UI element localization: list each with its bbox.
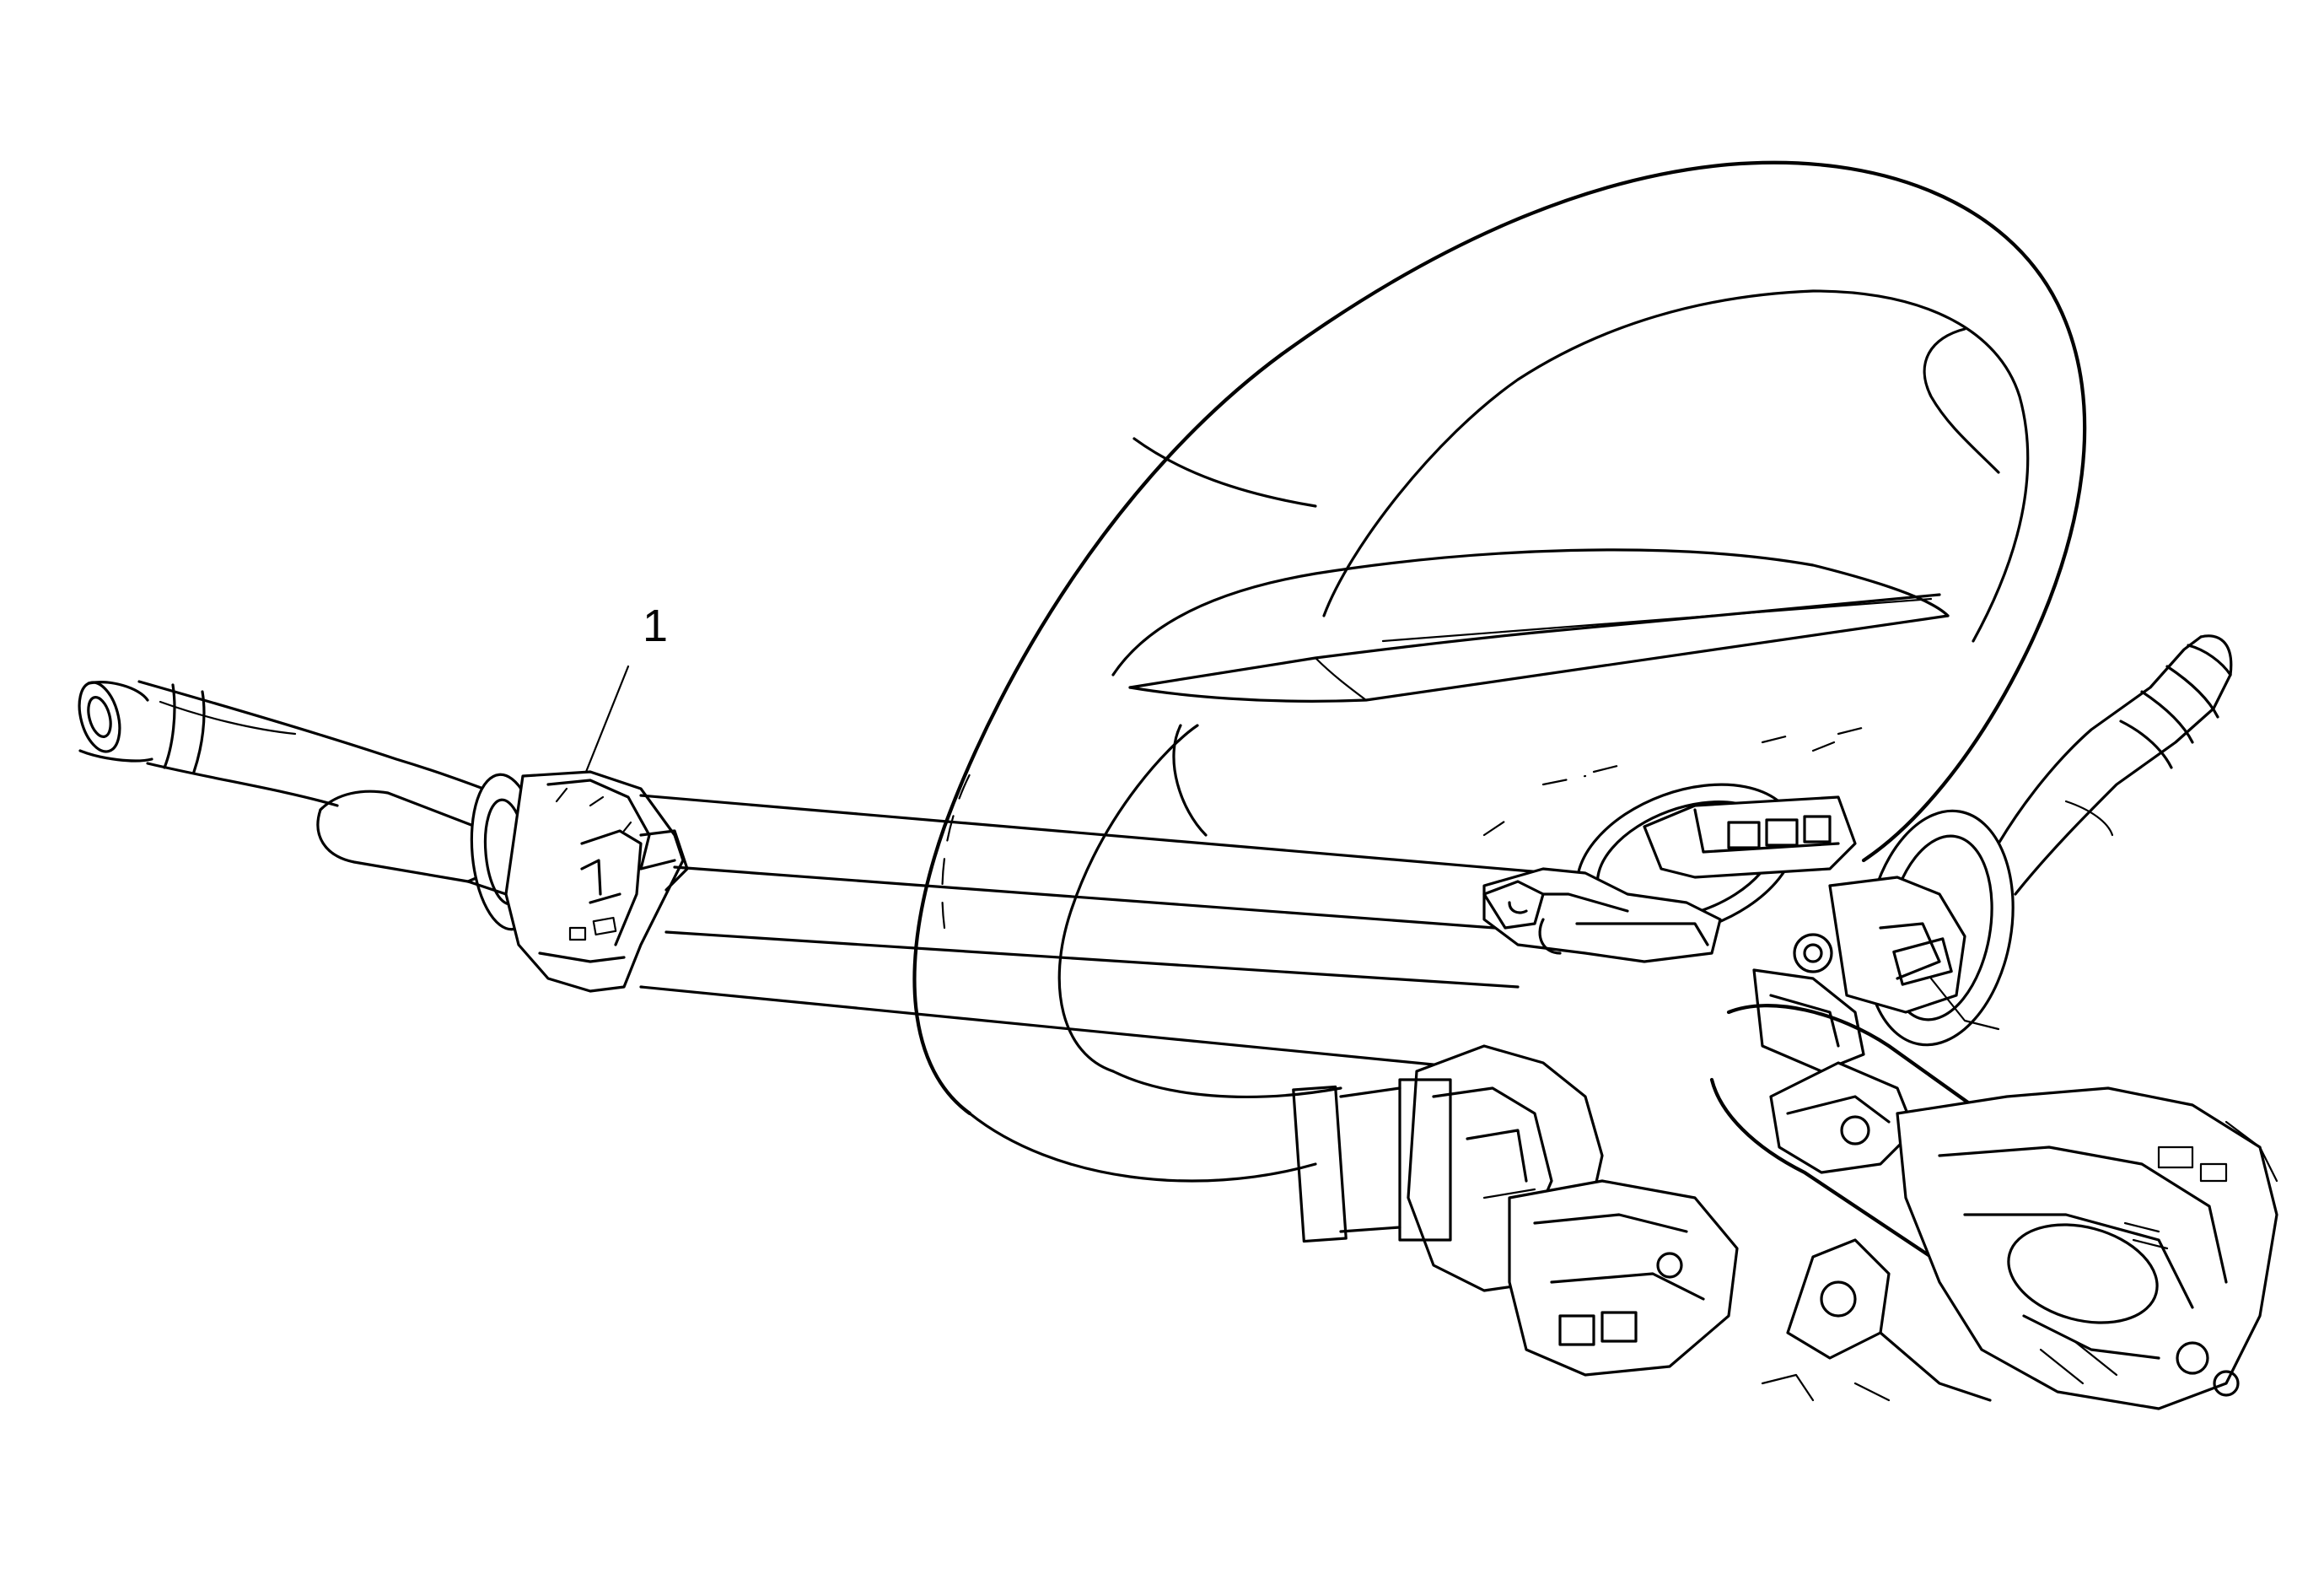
switch-module — [504, 770, 689, 993]
callout-1: 1 — [584, 601, 668, 774]
wiper-stalk — [1997, 634, 2233, 896]
steering-column — [1292, 783, 2278, 1410]
alignment-lines — [639, 794, 1553, 1069]
callout-label-1: 1 — [643, 601, 668, 651]
turn-signal-stalk — [78, 680, 542, 931]
steering-wheel — [912, 160, 2087, 1183]
